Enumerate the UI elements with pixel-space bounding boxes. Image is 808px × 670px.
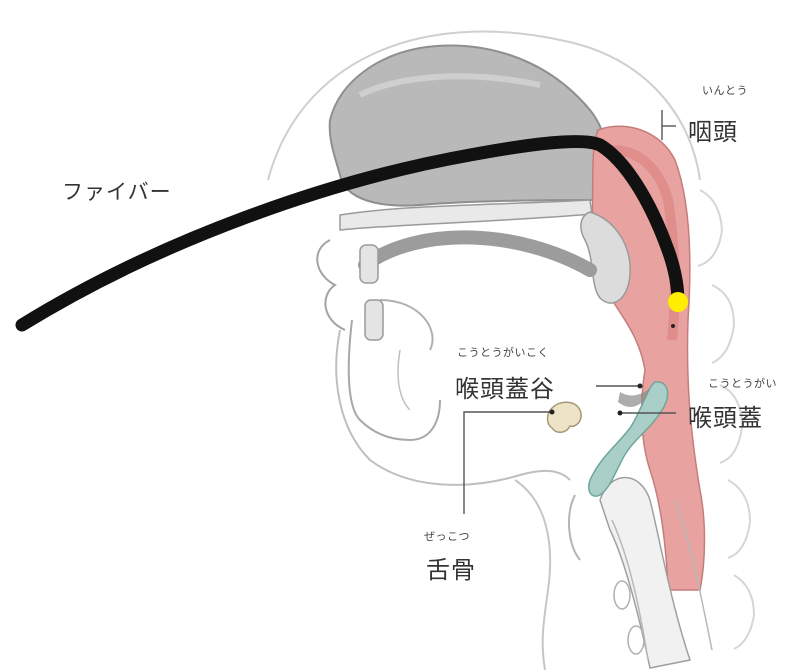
hard-palate (340, 200, 592, 230)
pharynx-ruby: いんとう (702, 82, 748, 98)
vallecula-label: 喉頭蓋谷 (455, 369, 555, 404)
hyoid-label: 舌骨 (426, 550, 476, 585)
lips-teeth (317, 240, 383, 340)
epiglottis-ruby: こうとうがい (708, 375, 777, 391)
fiber-label: ファイバー (62, 176, 172, 206)
tongue-contour (365, 237, 590, 270)
neck-outline (515, 480, 550, 670)
pharynx-label: 咽頭 (688, 112, 738, 147)
hyoid-ruby: ぜっこつ (424, 528, 470, 544)
mandible (349, 320, 440, 440)
fiber-tip-light (668, 292, 688, 312)
epiglottis-label: 喉頭蓋 (688, 398, 763, 433)
hyoid-bone (548, 402, 582, 432)
vallecula-ruby: こうとうがいこく (457, 344, 549, 360)
